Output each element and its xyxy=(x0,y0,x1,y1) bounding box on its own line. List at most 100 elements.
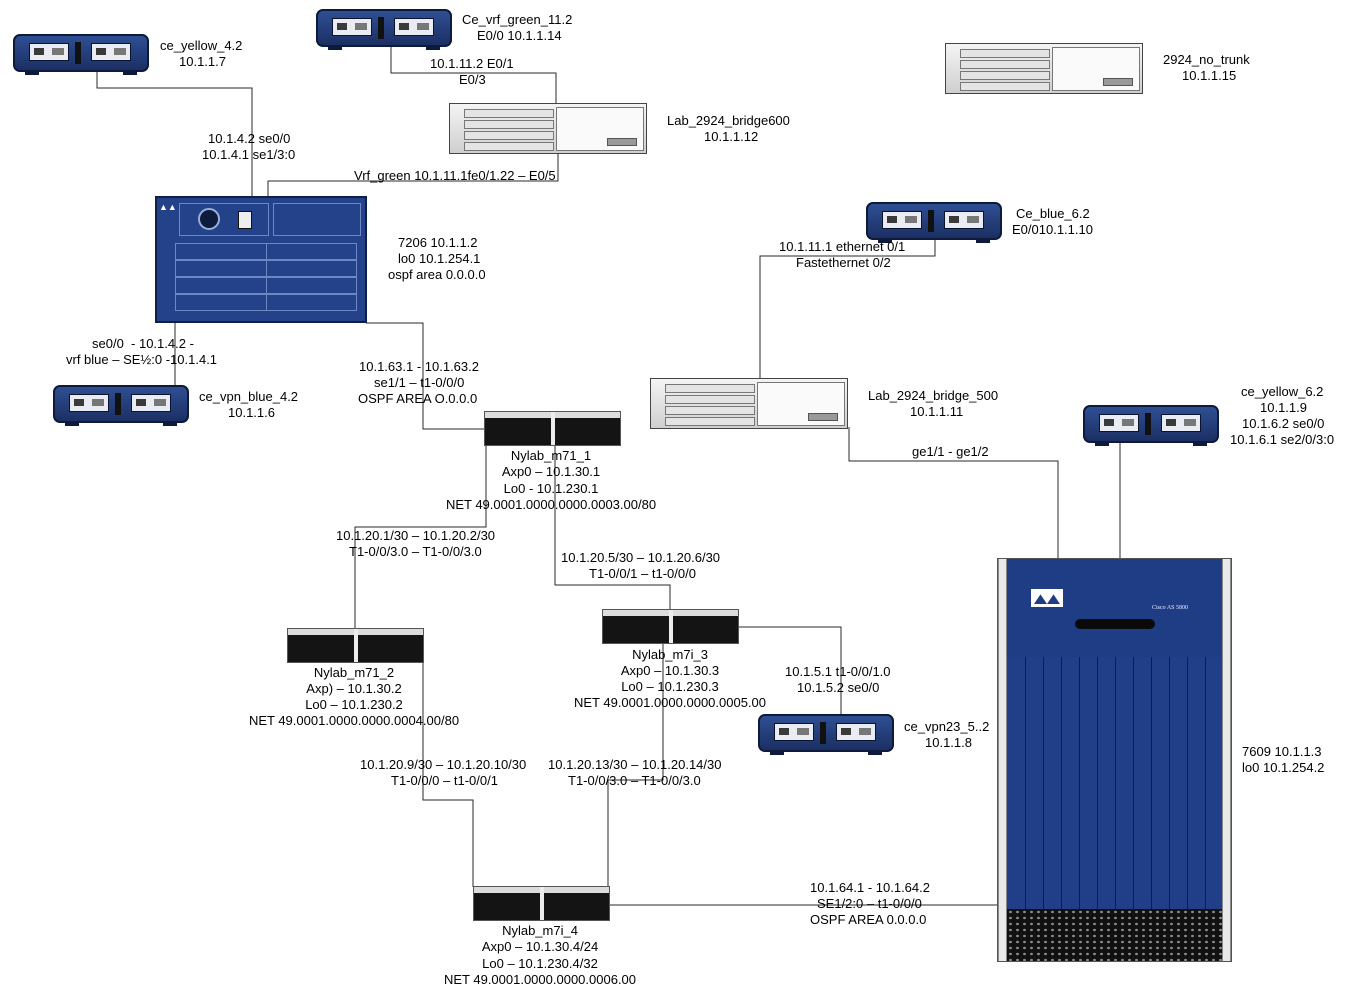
link-label-vpnblue-b: vrf blue – SE½:0 -10.1.4.1 xyxy=(66,352,217,368)
router-divider xyxy=(378,17,384,39)
m71-2-net: NET 49.0001.0000.0000.0004.00/80 xyxy=(249,713,459,729)
ce-vrf-green-ip: E0/0 10.1.1.14 xyxy=(477,28,562,44)
juniper-m71-2[interactable] xyxy=(287,628,424,663)
ce-vpn23-router[interactable] xyxy=(758,714,894,752)
fan-icon xyxy=(198,208,220,230)
ce-vpn-blue-router[interactable] xyxy=(53,385,189,423)
m71-2-axp: Axp) – 10.1.30.2 xyxy=(306,681,401,697)
chassis-brand: Cisco AS 5800 xyxy=(1152,605,1188,611)
router-divider xyxy=(820,722,826,744)
switch-2924-no-trunk[interactable] xyxy=(945,43,1143,94)
m71-2-name: Nylab_m71_2 xyxy=(314,665,394,681)
link-label-l12-b: T1-0/0/3.0 – T1-0/0/3.0 xyxy=(349,544,482,560)
ce-yellow-6-2-router[interactable] xyxy=(1083,405,1219,443)
m71-1-axp: Axp0 – 10.1.30.1 xyxy=(502,464,600,480)
link-label-vrf-green: Vrf_green 10.1.11.1fe0/1.22 – E0/5 xyxy=(354,168,556,184)
router-port xyxy=(836,723,876,741)
m71-1-name: Nylab_m71_1 xyxy=(511,448,591,464)
supervisor-panel: Cisco AS 5800 xyxy=(1007,559,1222,657)
m7i-4-axp: Axp0 – 10.1.30.4/24 xyxy=(482,939,598,955)
router-divider xyxy=(115,393,121,415)
link-label-l34-a: 10.1.20.13/30 – 10.1.20.14/30 xyxy=(548,757,722,773)
router-port xyxy=(774,723,814,741)
m7i-4-name: Nylab_m7i_4 xyxy=(502,923,578,939)
juniper-m71-1[interactable] xyxy=(484,411,621,446)
ce-yellow-6-2-line4: 10.1.6.1 se2/0/3:0 xyxy=(1230,432,1334,448)
m71-1-lo0: Lo0 - 10.1.230.1 xyxy=(504,481,599,497)
router-port xyxy=(394,18,434,36)
link-label-ge: ge1/1 - ge1/2 xyxy=(912,444,989,460)
line-card-bay xyxy=(1007,657,1222,909)
link-label-l4-a: 10.1.64.1 - 10.1.64.2 xyxy=(810,880,930,896)
ce-yellow-4-2-name: ce_yellow_4.2 xyxy=(160,38,242,54)
router-port xyxy=(69,394,109,412)
link-label-l4-b: SE1/2:0 – t1-0/0/0 xyxy=(817,896,922,912)
cisco-logo-icon xyxy=(1031,589,1063,607)
ce-vrf-green-name: Ce_vrf_green_11.2 xyxy=(462,12,572,28)
ce-vpn23-name: ce_vpn23_5..2 xyxy=(904,719,989,735)
ce-vpn-blue-name: ce_vpn_blue_4.2 xyxy=(199,389,298,405)
ce-blue-6-2-router[interactable] xyxy=(866,202,1002,240)
switch-bridge600[interactable] xyxy=(449,103,647,154)
router-port xyxy=(332,18,372,36)
link-label-vpnblue-a: se0/0 - 10.1.4.2 - xyxy=(92,336,194,352)
router-7609-chassis[interactable]: Cisco AS 5800 xyxy=(997,558,1232,962)
m71-2-lo0: Lo0 – 10.1.230.2 xyxy=(305,697,403,713)
bridge500-name: Lab_2924_bridge_500 xyxy=(868,388,998,404)
link-label-l3vpn-b: 10.1.5.2 se0/0 xyxy=(797,680,879,696)
router-divider xyxy=(75,42,81,64)
m7i-3-name: Nylab_m7i_3 xyxy=(632,647,708,663)
bridge600-name: Lab_2924_bridge600 xyxy=(667,113,790,129)
console-port-icon xyxy=(238,211,252,229)
link-label-ygreen-e01: 10.1.11.2 E0/1 xyxy=(430,56,514,72)
link-label-yellow-se2: 10.1.4.1 se1/3:0 xyxy=(202,147,295,163)
r7206-line1: 7206 10.1.1.2 xyxy=(398,235,478,251)
ce-vrf-green-router[interactable] xyxy=(316,9,452,47)
ce-blue-6-2-ip: E0/010.1.1.10 xyxy=(1012,222,1093,238)
router-port xyxy=(882,211,922,229)
link-label-m71-a: 10.1.63.1 - 10.1.63.2 xyxy=(359,359,479,375)
m7i-3-axp: Axp0 – 10.1.30.3 xyxy=(621,663,719,679)
router-port xyxy=(91,43,131,61)
link-label-l24-b: T1-0/0/0 – t1-0/0/1 xyxy=(391,773,498,789)
link-label-l24-a: 10.1.20.9/30 – 10.1.20.10/30 xyxy=(360,757,526,773)
ce-vpn23-ip: 10.1.1.8 xyxy=(925,735,972,751)
r7206-line2: lo0 10.1.254.1 xyxy=(398,251,480,267)
ce-yellow-4-2-router[interactable] xyxy=(13,34,149,72)
router-port xyxy=(1099,414,1139,432)
ce-yellow-4-2-ip: 10.1.1.7 xyxy=(179,54,226,70)
switch-bridge500[interactable] xyxy=(650,378,848,429)
router-7206-chassis[interactable]: ▲▲ xyxy=(155,196,367,323)
r7206-line3: ospf area 0.0.0.0 xyxy=(388,267,486,283)
m7i-3-net: NET 49.0001.0000.0000.0005.00 xyxy=(574,695,766,711)
link-label-l13-b: T1-0/0/1 – t1-0/0/0 xyxy=(589,566,696,582)
link-label-ygreen-e03: E0/3 xyxy=(459,72,486,88)
display-slot xyxy=(1075,619,1155,629)
m7i-3-lo0: Lo0 – 10.1.230.3 xyxy=(621,679,719,695)
link-label-l13-a: 10.1.20.5/30 – 10.1.20.6/30 xyxy=(561,550,720,566)
router-divider xyxy=(1145,413,1151,435)
router-port xyxy=(944,211,984,229)
fan-tray xyxy=(1007,909,1222,961)
ce-yellow-6-2-line2: 10.1.1.9 xyxy=(1260,400,1307,416)
juniper-m7i-4[interactable] xyxy=(473,886,610,921)
router-port xyxy=(1161,414,1201,432)
link-label-blue62-a: 10.1.11.1 ethernet 0/1 xyxy=(779,239,905,255)
link-label-l34-b: T1-0/0/3.0 – T1-0/0/3.0 xyxy=(568,773,701,789)
link-label-l4-c: OSPF AREA 0.0.0.0 xyxy=(810,912,926,928)
m7i-4-lo0: Lo0 – 10.1.230.4/32 xyxy=(482,956,598,972)
link-label-m71-b: se1/1 – t1-0/0/0 xyxy=(374,375,464,391)
cisco-logo-icon: ▲▲ xyxy=(159,202,173,212)
processor-panel xyxy=(179,203,269,236)
router-port xyxy=(131,394,171,412)
r7609-line2: lo0 10.1.254.2 xyxy=(1242,760,1324,776)
m7i-4-net: NET 49.0001.0000.0000.0006.00 xyxy=(444,972,636,988)
ce-yellow-6-2-line1: ce_yellow_6.2 xyxy=(1241,384,1323,400)
link-label-l3vpn-a: 10.1.5.1 t1-0/0/1.0 xyxy=(785,664,891,680)
juniper-m7i-3[interactable] xyxy=(602,609,739,644)
ce-vpn-blue-ip: 10.1.1.6 xyxy=(228,405,275,421)
bridge600-ip: 10.1.1.12 xyxy=(704,129,758,145)
router-divider xyxy=(928,210,934,232)
m71-1-net: NET 49.0001.0000.0000.0003.00/80 xyxy=(446,497,656,513)
ce-blue-6-2-name: Ce_blue_6.2 xyxy=(1016,206,1090,222)
